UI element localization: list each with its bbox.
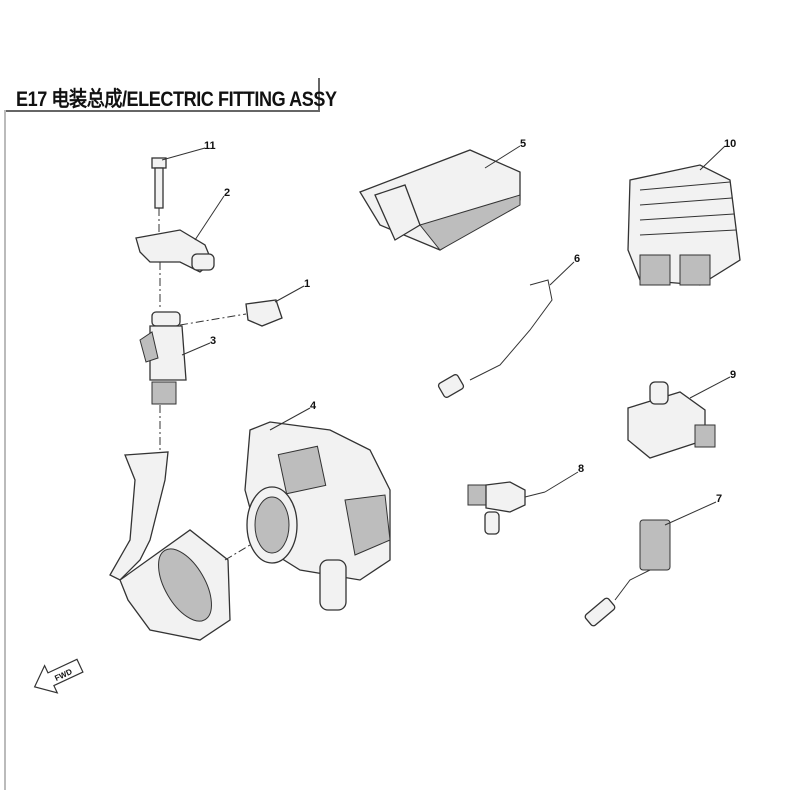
diagram-title: E17 电装总成/ELECTRIC FITTING ASSY <box>16 88 337 111</box>
part-3-injector[interactable] <box>139 311 187 455</box>
leader-lines <box>161 145 731 526</box>
part-1-clip[interactable] <box>179 299 283 327</box>
part-8-pressure-regulator[interactable] <box>467 481 546 535</box>
part-11-bolt[interactable] <box>151 157 167 232</box>
part-2-fuel-rail[interactable] <box>135 229 215 310</box>
part-7-o2-sensor[interactable] <box>584 519 671 627</box>
part-5-ecu[interactable] <box>359 149 521 251</box>
frame-border <box>4 110 6 790</box>
part-9-sensor[interactable] <box>627 381 716 459</box>
callout-9: 9 <box>730 369 736 381</box>
callout-2: 2 <box>224 187 230 199</box>
callout-5: 5 <box>520 138 526 150</box>
callout-4: 4 <box>310 400 317 412</box>
callout-10: 10 <box>724 138 736 150</box>
title-tab <box>6 78 320 112</box>
callout-3: 3 <box>210 335 216 347</box>
part-6-cable[interactable] <box>437 279 553 398</box>
callout-1: 1 <box>304 278 310 290</box>
fwd-arrow-icon: FWD <box>33 658 84 694</box>
callout-6: 6 <box>574 253 580 265</box>
callout-7: 7 <box>716 493 722 505</box>
part-10-regulator[interactable] <box>627 164 741 286</box>
callout-8: 8 <box>578 463 584 475</box>
intake-boot[interactable] <box>109 451 251 641</box>
part-4-throttle-body[interactable] <box>244 421 391 611</box>
callout-11: 11 <box>204 140 216 152</box>
